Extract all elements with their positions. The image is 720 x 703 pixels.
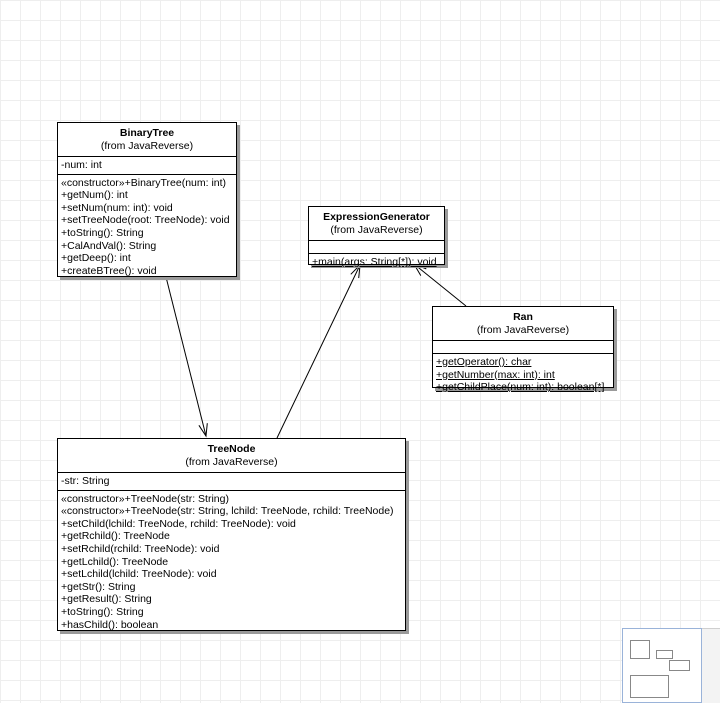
operation: +setTreeNode(root: TreeNode): void xyxy=(61,214,230,227)
operation: +setNum(num: int): void xyxy=(61,201,173,214)
operation: +createBTree(): void xyxy=(61,264,157,277)
minimap-expression-generator xyxy=(656,650,673,659)
diagram-overview-minimap[interactable] xyxy=(622,628,702,703)
operation: +getOperator(): char xyxy=(436,356,532,368)
class-expression-generator[interactable]: ExpressionGenerator (from JavaReverse) +… xyxy=(308,206,445,268)
attribute: -num: int xyxy=(61,159,102,171)
operation: +getChildPlace(num: int): boolean[*] xyxy=(436,381,605,394)
class-ran[interactable]: Ran (from JavaReverse) +getOperator(): c… xyxy=(432,306,614,393)
operation: +setChild(lchild: TreeNode, rchild: Tree… xyxy=(61,517,296,530)
operations-section: +main(args: String[*]): void xyxy=(309,254,444,271)
attribute: -str: String xyxy=(61,475,110,487)
operation: +getDeep(): int xyxy=(61,252,131,265)
operation: +getStr(): String xyxy=(61,580,136,593)
class-name: TreeNode xyxy=(207,443,256,455)
arrowhead-icon xyxy=(350,263,361,279)
operation: +toString(): String xyxy=(61,226,144,239)
class-name: Ran xyxy=(513,311,533,323)
operation: +getLchild(): TreeNode xyxy=(61,555,169,568)
operation: +getRchild(): TreeNode xyxy=(61,530,170,543)
operation: +getResult(): String xyxy=(61,593,152,606)
operation: +getNumber(max: int): int xyxy=(436,368,555,381)
attributes-section xyxy=(433,341,613,354)
attributes-section xyxy=(309,241,444,254)
operation: +CalAndVal(): String xyxy=(61,239,157,252)
operation: «constructor»+TreeNode(str: String) xyxy=(61,492,229,505)
minimap-binary-tree xyxy=(630,640,650,659)
minimap-scroll-strip[interactable] xyxy=(702,628,720,703)
operations-section: «constructor»+BinaryTree(num: int) +getN… xyxy=(58,175,236,280)
operation: +hasChild(): boolean xyxy=(61,618,159,631)
class-name: ExpressionGenerator xyxy=(323,211,430,223)
operations-section: «constructor»+TreeNode(str: String) «con… xyxy=(58,491,405,634)
class-package: (from JavaReverse) xyxy=(185,456,278,468)
arrowhead-icon xyxy=(198,423,208,438)
link-ran-expressiongenerator[interactable] xyxy=(413,263,467,307)
operation: +getNum(): int xyxy=(61,189,128,202)
class-binary-tree[interactable]: BinaryTree (from JavaReverse) -num: int … xyxy=(57,122,237,277)
class-package: (from JavaReverse) xyxy=(476,324,570,336)
operation: +toString(): String xyxy=(61,605,144,618)
attributes-section: -num: int xyxy=(58,157,236,175)
operation: «constructor»+TreeNode(str: String, lchi… xyxy=(61,505,394,518)
operation: «constructor»+BinaryTree(num: int) xyxy=(61,176,227,189)
minimap-ran xyxy=(669,660,690,671)
class-header: BinaryTree (from JavaReverse) xyxy=(58,123,236,157)
class-header: TreeNode (from JavaReverse) xyxy=(58,439,405,473)
attributes-section: -str: String xyxy=(58,473,405,491)
class-package: (from JavaReverse) xyxy=(330,224,423,236)
operation: +main(args: String[*]): void xyxy=(312,256,437,268)
class-name: BinaryTree xyxy=(119,127,175,139)
class-tree-node[interactable]: TreeNode (from JavaReverse) -str: String… xyxy=(57,438,406,631)
link-treenode-expressiongenerator[interactable] xyxy=(276,264,361,439)
minimap-tree-node xyxy=(630,675,669,698)
operations-section: +getOperator(): char +getNumber(max: int… xyxy=(433,354,613,396)
class-package: (from JavaReverse) xyxy=(100,140,194,152)
class-header: ExpressionGenerator (from JavaReverse) xyxy=(309,207,444,241)
class-header: Ran (from JavaReverse) xyxy=(433,307,613,341)
operation: +setLchild(lchild: TreeNode): void xyxy=(61,568,217,581)
link-binarytree-treenode[interactable] xyxy=(165,276,207,437)
operation: +setRchild(rchild: TreeNode): void xyxy=(61,542,220,555)
